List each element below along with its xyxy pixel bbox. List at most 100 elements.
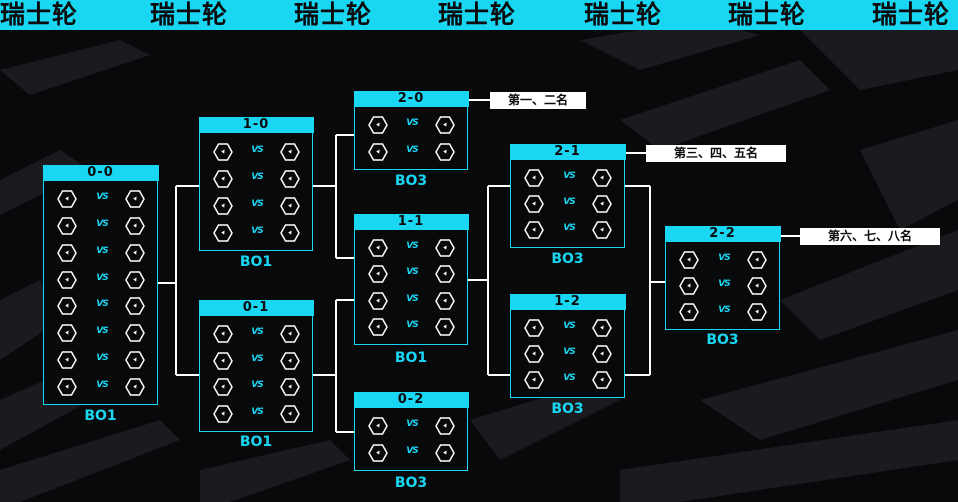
banner-text: 瑞士轮 [728,0,807,29]
match-format-label: BO1 [84,408,117,424]
hexagon-team-icon [368,417,388,435]
advance-rank-label: 第三、四、五名 [646,145,786,162]
match-row[interactable]: VS [666,276,779,296]
match-row[interactable]: VS [44,189,157,209]
vs-label: VS [251,144,263,155]
match-row[interactable]: VS [200,196,312,216]
hexagon-team-icon [125,190,145,209]
group-record-header: 2-1 [509,143,626,160]
match-row[interactable]: VS [355,238,467,258]
match-row[interactable]: VS [44,323,157,343]
match-row[interactable]: VS [355,317,467,337]
hexagon-team-icon [747,303,767,321]
vs-label: VS [563,197,575,207]
match-format-label: BO3 [394,475,428,491]
hexagon-team-icon [213,378,233,396]
vs-label: VS [96,379,108,390]
hexagon-team-icon [57,297,77,316]
banner-text: 瑞士轮 [294,0,373,29]
hexagon-team-icon [435,291,455,310]
match-row[interactable]: VS [200,351,312,371]
match-row[interactable]: VS [355,115,467,135]
match-row[interactable]: VS [355,416,467,436]
match-row[interactable]: VS [200,404,312,424]
vs-label: VS [96,352,108,363]
match-row[interactable]: VS [200,169,312,189]
vs-label: VS [251,353,263,364]
group-record-header: 2-0 [353,90,469,107]
match-row[interactable]: VS [44,350,157,370]
match-row[interactable]: VS [44,243,157,263]
match-row[interactable]: VS [511,168,624,188]
group-record-header: 0-1 [198,299,314,316]
match-row[interactable]: VS [511,318,624,338]
vs-label: VS [563,321,575,331]
match-row[interactable]: VS [44,270,157,290]
hexagon-team-icon [368,265,388,284]
hexagon-team-icon [592,195,612,213]
vs-label: VS [406,445,418,456]
match-format-label: BO3 [551,401,584,417]
hexagon-team-icon [280,169,300,188]
match-row[interactable]: VS [355,443,467,463]
hexagon-team-icon [213,223,233,242]
hexagon-team-icon [435,318,455,336]
match-row[interactable]: VS [511,220,624,240]
hexagon-team-icon [57,324,77,342]
hexagon-team-icon [57,377,77,396]
group-record-header: 1-2 [509,293,626,310]
match-row[interactable]: VS [355,291,467,311]
match-row[interactable]: VS [511,344,624,364]
vs-label: VS [563,223,575,233]
vs-label: VS [251,380,263,391]
match-format-label: BO3 [551,251,584,267]
group-record-header: 2-2 [664,225,781,242]
hexagon-team-icon [524,169,544,187]
hexagon-team-icon [435,116,455,134]
match-row[interactable]: VS [511,370,624,390]
match-row[interactable]: VS [44,296,157,316]
match-row[interactable]: VS [200,223,312,243]
hexagon-team-icon [435,417,455,435]
match-row[interactable]: VS [355,264,467,284]
hexagon-team-icon [280,325,300,343]
vs-label: VS [251,171,263,182]
hexagon-team-icon [679,303,699,321]
match-row[interactable]: VS [666,302,779,322]
vs-label: VS [563,347,575,357]
match-row[interactable]: VS [200,377,312,397]
match-row[interactable]: VS [200,142,312,162]
vs-label: VS [96,219,108,230]
match-row[interactable]: VS [511,194,624,214]
match-format-label: BO1 [239,254,273,270]
hexagon-team-icon [747,251,767,269]
banner-text: 瑞士轮 [438,0,517,29]
hexagon-team-icon [435,444,455,462]
vs-label: VS [251,198,263,209]
hexagon-team-icon [125,270,145,289]
hexagon-team-icon [524,319,544,337]
banner-text: 瑞士轮 [584,0,663,29]
hexagon-team-icon [592,169,612,187]
group-record-header: 0-2 [353,391,469,408]
match-row[interactable]: VS [44,216,157,236]
vs-label: VS [406,319,418,330]
match-row[interactable]: VS [355,142,467,162]
vs-label: VS [251,327,263,338]
hexagon-team-icon [125,324,145,342]
vs-label: VS [251,406,263,417]
match-row[interactable]: VS [666,250,779,270]
top-banner: 瑞士轮瑞士轮瑞士轮瑞士轮瑞士轮瑞士轮瑞士轮 [0,0,958,30]
hexagon-team-icon [280,405,300,423]
group-record-header: 1-0 [198,116,314,133]
match-row[interactable]: VS [200,324,312,344]
vs-label: VS [563,373,575,383]
match-row[interactable]: VS [44,377,157,397]
